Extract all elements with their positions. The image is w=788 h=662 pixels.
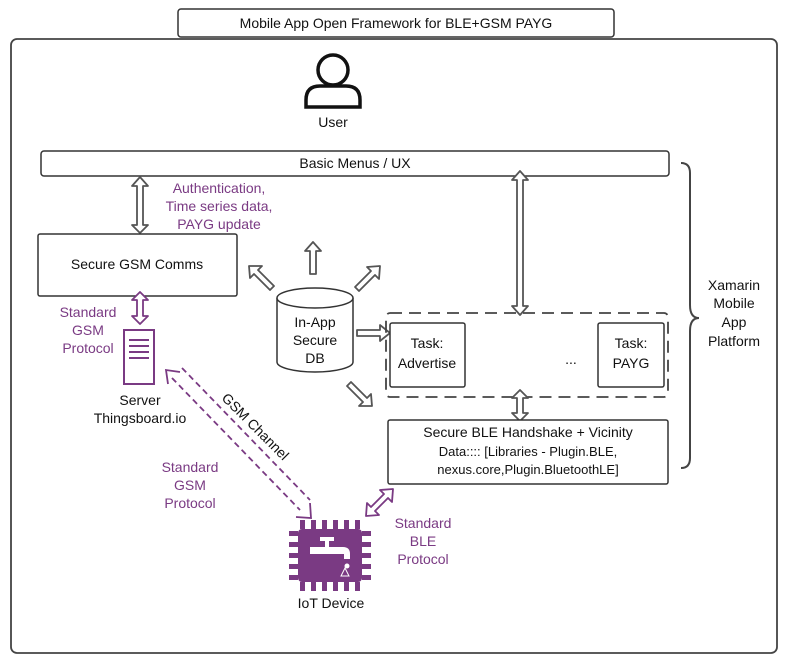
server-icon xyxy=(123,329,155,385)
std-ble-3: Protocol xyxy=(397,551,448,567)
db-label-1: In-App xyxy=(294,314,335,330)
task-ellipsis: ... xyxy=(565,351,577,367)
db-label-3: DB xyxy=(305,350,324,366)
platform-label-3: App xyxy=(722,314,747,330)
db-arrow-up xyxy=(304,241,322,275)
ble-box xyxy=(387,419,669,485)
user-icon xyxy=(304,53,362,109)
menus-tasks-arrow xyxy=(511,170,529,316)
auth-line-2: Time series data, xyxy=(166,198,273,214)
ble-line-2: Data:::: [Libraries - Plugin.BLE, xyxy=(439,444,617,459)
menus-bar xyxy=(40,150,670,177)
std-gsm-top-3: Protocol xyxy=(62,340,113,356)
db-cylinder xyxy=(276,287,354,373)
db-arrow-left xyxy=(248,265,275,291)
menus-gsm-arrow xyxy=(131,176,149,234)
std-ble-1: Standard xyxy=(395,515,452,531)
auth-line-3: PAYG update xyxy=(177,216,261,232)
platform-label-4: Platform xyxy=(708,333,760,349)
server-label-2: Thingsboard.io xyxy=(94,410,187,426)
gsm-channel-label: GSM Channel xyxy=(219,390,292,463)
user-label: User xyxy=(318,114,348,130)
ble-line-1: Secure BLE Handshake + Vicinity xyxy=(423,424,632,440)
auth-line-1: Authentication, xyxy=(173,180,266,196)
db-label-2: Secure xyxy=(293,332,338,348)
platform-label-1: Xamarin xyxy=(708,277,760,293)
gsm-channel-arrow xyxy=(164,367,312,519)
diagram-title: Mobile App Open Framework for BLE+GSM PA… xyxy=(240,15,553,31)
std-gsm-top-2: GSM xyxy=(72,322,104,338)
std-ble-2: BLE xyxy=(410,533,436,549)
outer-frame xyxy=(10,38,778,654)
iot-chip-icon xyxy=(289,520,371,591)
std-gsm-bottom-3: Protocol xyxy=(164,495,215,511)
db-arrow-right xyxy=(354,265,381,292)
server-label-1: Server xyxy=(119,392,161,408)
std-gsm-bottom-1: Standard xyxy=(162,459,219,475)
menus-label: Basic Menus / UX xyxy=(299,155,411,171)
std-gsm-top-1: Standard xyxy=(60,304,117,320)
platform-label-2: Mobile xyxy=(713,295,754,311)
db-arrow-lower xyxy=(346,381,373,407)
task-advertise-box xyxy=(389,322,466,388)
std-gsm-bottom-2: GSM xyxy=(174,477,206,493)
ble-iot-arrow xyxy=(365,488,394,517)
title-box xyxy=(177,8,615,38)
iot-label: IoT Device xyxy=(298,595,365,611)
db-arrow-tasks xyxy=(356,324,391,342)
task-payg-1: Task: xyxy=(615,335,648,351)
task-payg-2: PAYG xyxy=(613,355,650,371)
gsm-comms-label: Secure GSM Comms xyxy=(71,256,203,272)
gsm-server-arrow xyxy=(131,291,149,325)
task-advertise-1: Task: xyxy=(411,335,444,351)
platform-brace xyxy=(680,162,700,469)
task-advertise-2: Advertise xyxy=(398,355,457,371)
tasks-ble-arrow xyxy=(511,389,529,422)
task-payg-box xyxy=(597,322,665,388)
ble-line-3: nexus.core,Plugin.BluetoothLE] xyxy=(437,462,618,477)
